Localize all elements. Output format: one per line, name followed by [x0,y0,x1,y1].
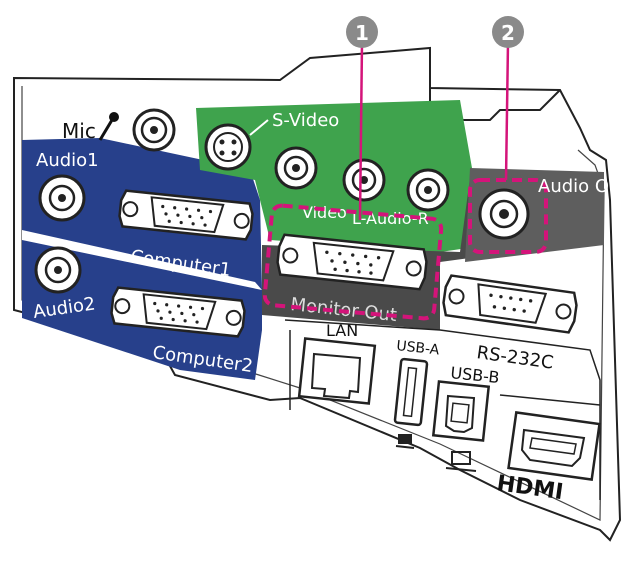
audio-out-jack[interactable] [478,188,530,240]
callout-2-number: 2 [501,21,515,45]
video-label: Video [302,203,347,222]
audio-l-jack[interactable] [342,158,386,202]
callout-1: 1 [346,16,378,221]
video-jack[interactable] [274,146,318,190]
audio-out-highlight [468,178,548,254]
panel-divider [22,230,262,290]
s-video-label: S-Video [272,110,339,131]
computer1-port[interactable] [118,189,254,241]
usb-b-port[interactable] [431,380,491,442]
lan-label: LAN [326,321,358,340]
rs232c-port[interactable] [442,274,578,334]
callout-2: 2 [492,16,524,181]
microphone-icon [98,112,119,141]
monitor-out-port[interactable] [276,233,428,291]
audio-out-label: Audio Out [538,176,628,197]
computer-icon [445,451,477,472]
mic-label: Mic [62,119,96,143]
usb-device-icon [395,434,415,449]
audio1-jack[interactable] [38,174,86,222]
usb-a-label: USB-A [396,338,441,358]
lower-panel [284,319,601,500]
mic-jack[interactable] [132,108,176,152]
s-video-leader [249,119,269,136]
green-panel [196,100,472,252]
audio1-label: Audio1 [36,150,99,171]
s-video-port[interactable] [204,123,252,171]
monitor-out-highlight [262,203,444,321]
hdmi-port[interactable] [507,411,601,481]
callout-1-number: 1 [355,21,369,45]
lan-port[interactable] [297,337,377,405]
audio2-jack[interactable] [34,246,82,294]
computer2-port[interactable] [110,286,246,338]
usb-a-port[interactable] [393,357,429,427]
hdmi-logo: HDMI [495,471,565,505]
audio-r-jack[interactable] [406,168,450,212]
